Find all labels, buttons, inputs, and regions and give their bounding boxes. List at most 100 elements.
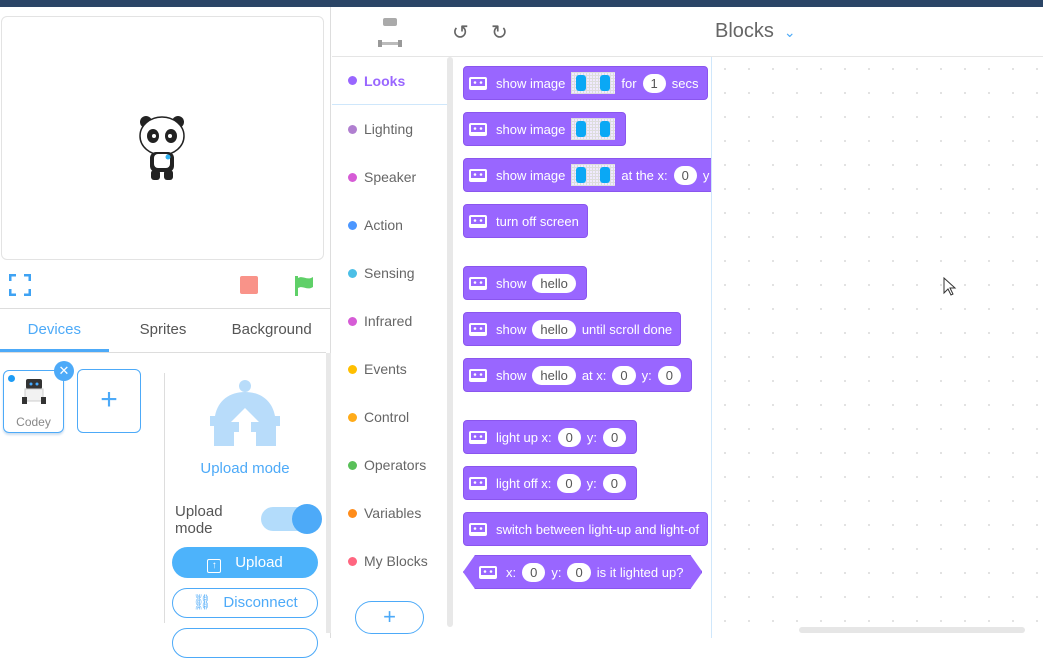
block-input[interactable]: 0 — [657, 365, 681, 385]
category-my-blocks[interactable]: My Blocks — [332, 537, 447, 585]
panel-scrollbar[interactable] — [326, 353, 331, 633]
block-input[interactable]: hello — [532, 365, 576, 385]
led-image-picker[interactable] — [571, 164, 616, 186]
category-lighting[interactable]: Lighting — [332, 105, 447, 153]
stop-button[interactable] — [240, 276, 258, 294]
codey-face-icon — [469, 169, 487, 182]
editor-mode-dropdown[interactable]: Blocks ⌄ — [715, 20, 796, 43]
undo-icon[interactable]: ↺ — [452, 22, 469, 44]
connected-dot — [8, 375, 15, 382]
codey-robot-icon — [22, 379, 46, 404]
unlink-icon: ⛓ — [192, 594, 212, 611]
upload-mode-label: Upload mode — [175, 503, 223, 537]
code-block[interactable]: turn off screen — [463, 204, 588, 238]
device-thumbnail-icon[interactable] — [376, 16, 404, 48]
block-input[interactable]: 0 — [603, 427, 627, 447]
block-input[interactable]: 0 — [557, 427, 581, 447]
device-card-codey[interactable]: Codey ✕ — [3, 361, 74, 433]
tab-sprites[interactable]: Sprites — [139, 321, 187, 338]
led-image-picker[interactable] — [571, 72, 616, 94]
block-text: at x: — [581, 367, 607, 383]
block-input[interactable]: 0 — [673, 165, 697, 185]
code-block[interactable]: show image — [463, 112, 627, 146]
device-name: Codey — [16, 415, 51, 429]
block-text: until scroll done — [581, 321, 673, 337]
stage-toolbar — [0, 265, 331, 309]
led-image-picker[interactable] — [571, 118, 616, 140]
block-input[interactable]: 0 — [602, 473, 626, 493]
category-control[interactable]: Control — [332, 393, 447, 441]
block-input[interactable]: 0 — [522, 563, 545, 582]
fullscreen-icon[interactable] — [9, 274, 31, 296]
category-sensing[interactable]: Sensing — [332, 249, 447, 297]
disconnect-button[interactable]: ⛓ Disconnect — [172, 588, 318, 618]
category-speaker[interactable]: Speaker — [332, 153, 447, 201]
script-workspace[interactable] — [713, 57, 1043, 638]
tab-devices[interactable]: Devices — [0, 309, 109, 352]
code-block[interactable]: light off x: 0 y: 0 — [463, 466, 637, 500]
category-looks[interactable]: Looks — [332, 57, 447, 105]
block-text: for — [621, 75, 637, 91]
category-operators[interactable]: Operators — [332, 441, 447, 489]
block-input[interactable]: 0 — [557, 473, 581, 493]
category-dot — [348, 220, 357, 230]
category-label: Control — [364, 409, 410, 425]
tab-background[interactable]: Background — [231, 321, 312, 338]
block-text: show image — [496, 121, 566, 137]
category-label: Infrared — [364, 313, 413, 329]
top-bar — [0, 0, 1043, 7]
block-text: y: — [586, 475, 597, 491]
category-dot — [348, 76, 357, 85]
code-block[interactable]: light up x: 0 y: 0 — [463, 420, 638, 454]
workspace-hscrollbar[interactable] — [799, 627, 1025, 633]
block-input[interactable]: 1 — [642, 73, 666, 93]
stage[interactable] — [1, 16, 324, 260]
upload-button[interactable]: ↑Upload — [172, 547, 318, 578]
editor-header: ↺ ↻ Blocks ⌄ — [332, 7, 1043, 57]
remove-device-button[interactable]: ✕ — [54, 361, 74, 381]
block-input[interactable]: hello — [532, 273, 576, 293]
category-variables[interactable]: Variables — [332, 489, 447, 537]
category-label: Events — [364, 361, 407, 377]
category-label: Lighting — [364, 121, 414, 137]
category-dot — [348, 508, 357, 518]
block-text: y: — [586, 429, 598, 445]
codey-face-icon — [469, 369, 487, 382]
green-flag-button[interactable] — [293, 275, 315, 297]
category-events[interactable]: Events — [332, 345, 447, 393]
add-extension-button[interactable]: + — [355, 601, 424, 634]
add-device-button[interactable]: + — [77, 369, 141, 433]
category-dot — [348, 268, 357, 278]
block-input[interactable]: 0 — [612, 365, 636, 385]
disconnect-label: Disconnect — [223, 594, 298, 611]
block-text: is it lighted up? — [596, 564, 684, 580]
upload-mode-toggle[interactable] — [261, 504, 322, 534]
editor-mode-label: Blocks — [715, 20, 774, 42]
category-label: Action — [364, 217, 403, 233]
block-input[interactable]: 0 — [567, 563, 590, 582]
category-scrollbar[interactable] — [447, 57, 453, 627]
codey-face-icon — [469, 431, 487, 444]
block-text: light off x: — [496, 475, 552, 491]
code-block[interactable]: switch between light-up and light-of — [463, 512, 709, 546]
category-infrared[interactable]: Infrared — [332, 297, 447, 345]
chevron-down-icon: ⌄ — [783, 24, 796, 40]
block-input[interactable]: hello — [532, 319, 576, 339]
left-panel: Devices Sprites Background Codey ✕ + Upl… — [0, 7, 331, 658]
category-action[interactable]: Action — [332, 201, 447, 249]
block-text: turn off screen — [496, 213, 579, 229]
category-label: Speaker — [364, 169, 417, 185]
category-dot — [348, 412, 357, 422]
more-button[interactable] — [172, 628, 318, 658]
block-text: light up x: — [496, 429, 552, 445]
panda-sprite[interactable] — [138, 112, 186, 182]
redo-icon[interactable]: ↻ — [491, 22, 508, 44]
